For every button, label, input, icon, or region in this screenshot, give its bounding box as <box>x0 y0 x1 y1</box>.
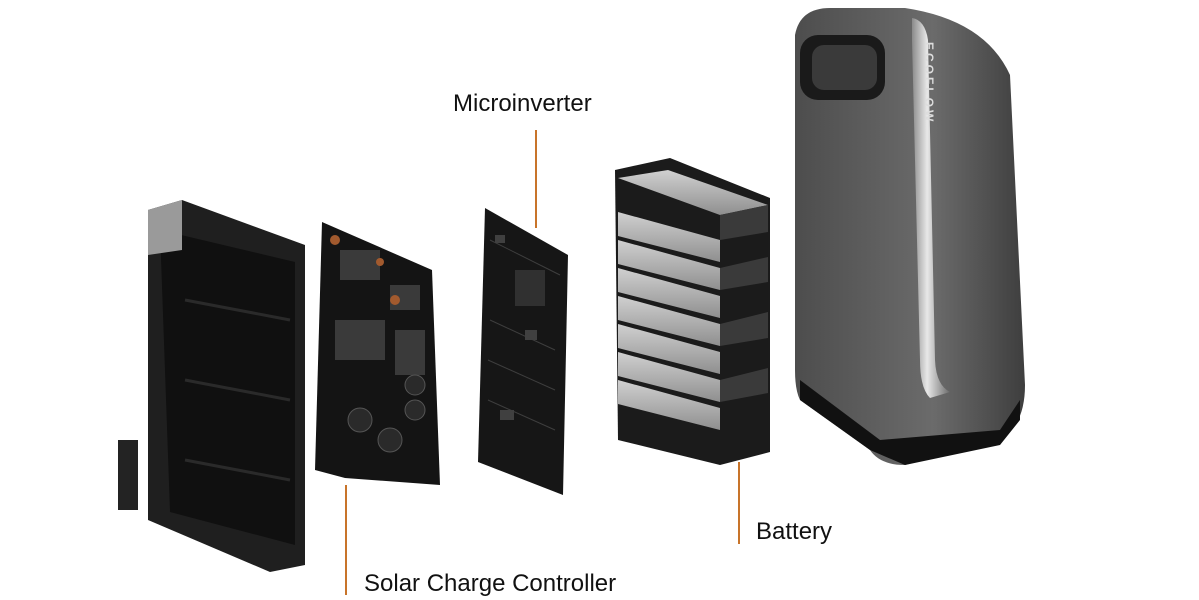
solar-charge-controller-board <box>315 222 440 485</box>
microinverter-leader-line <box>535 130 537 228</box>
microinverter-label: Microinverter <box>453 90 592 117</box>
solar-charge-controller-leader-line <box>345 485 347 595</box>
brand-logo-text: ECOFLOW <box>922 42 936 125</box>
solar-charge-controller-label: Solar Charge Controller <box>364 570 617 597</box>
product-housing <box>795 8 1025 465</box>
battery-pack <box>615 158 770 465</box>
battery-label: Battery <box>756 518 833 545</box>
microinverter-board <box>478 208 568 495</box>
battery-leader-line <box>738 462 740 544</box>
enclosure-shell <box>118 200 305 572</box>
